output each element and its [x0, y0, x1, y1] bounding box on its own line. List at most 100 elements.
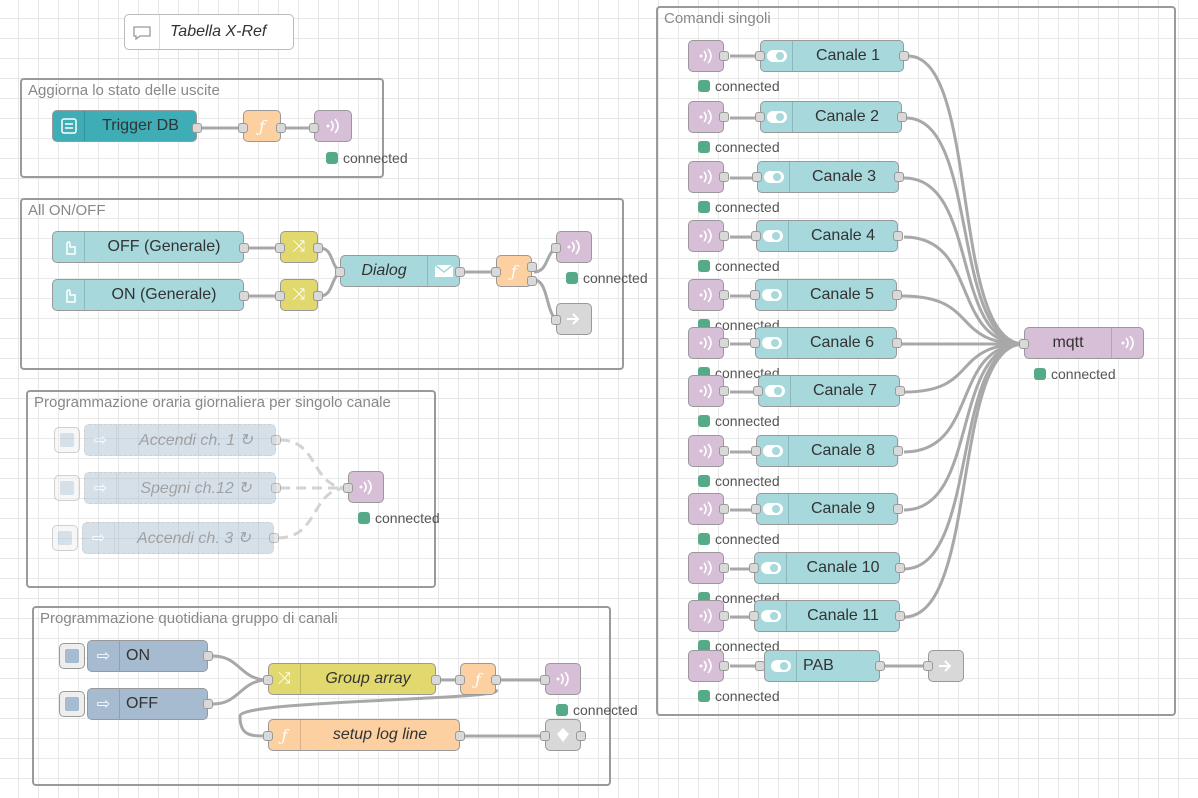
output-port[interactable] — [719, 231, 729, 241]
link-out-node[interactable] — [556, 303, 592, 335]
input-port[interactable] — [455, 675, 465, 685]
inject-spegni-ch12[interactable]: ⇨ Spegni ch.12 ↻ — [84, 472, 276, 504]
mqtt-out-node[interactable] — [348, 471, 384, 503]
ui-switch-canale[interactable]: Canale 1 — [760, 40, 904, 72]
output-port[interactable] — [239, 243, 249, 253]
output-port[interactable] — [271, 435, 281, 445]
inject-button[interactable] — [59, 643, 85, 669]
ui-switch-pab[interactable]: PAB — [764, 650, 880, 682]
mqtt-in-node[interactable] — [688, 435, 724, 467]
output-port[interactable] — [893, 446, 903, 456]
inject-button[interactable] — [54, 475, 80, 501]
input-port[interactable] — [540, 675, 550, 685]
ui-button-on-generale[interactable]: ON (Generale) — [52, 279, 244, 311]
mqtt-in-node[interactable] — [688, 161, 724, 193]
input-port[interactable] — [749, 611, 759, 621]
output-port[interactable] — [491, 675, 501, 685]
output-port[interactable] — [895, 563, 905, 573]
input-port[interactable] — [263, 731, 273, 741]
output-port[interactable] — [897, 112, 907, 122]
inject-off[interactable]: ⇨ OFF — [87, 688, 208, 720]
group-aggiorna[interactable]: Aggiorna lo stato delle uscite — [20, 78, 384, 178]
output-port[interactable] — [894, 172, 904, 182]
mqtt-out-node[interactable] — [314, 110, 352, 142]
ui-switch-canale[interactable]: Canale 5 — [755, 279, 897, 311]
output-port[interactable] — [719, 386, 729, 396]
output-port[interactable] — [892, 338, 902, 348]
output-port[interactable] — [719, 661, 729, 671]
output-port[interactable] — [203, 699, 213, 709]
ui-switch-canale[interactable]: Canale 2 — [760, 101, 902, 133]
output-port[interactable] — [719, 172, 729, 182]
output-port[interactable] — [895, 386, 905, 396]
input-port[interactable] — [751, 231, 761, 241]
input-port[interactable] — [751, 504, 761, 514]
change-node-2[interactable]: ⤨ — [280, 279, 318, 311]
input-port[interactable] — [749, 563, 759, 573]
setup-log-line-node[interactable]: ƒ setup log line — [268, 719, 460, 751]
ui-switch-canale[interactable]: Canale 9 — [756, 493, 898, 525]
output-port[interactable] — [895, 611, 905, 621]
function-node[interactable]: ƒ — [496, 255, 532, 287]
output-port[interactable] — [719, 290, 729, 300]
output-port[interactable] — [899, 51, 909, 61]
inject-button[interactable] — [59, 691, 85, 717]
input-port[interactable] — [750, 290, 760, 300]
output-port[interactable] — [527, 262, 537, 272]
output-port[interactable] — [576, 731, 586, 741]
output-port[interactable] — [276, 123, 286, 133]
inject-accendi-ch1[interactable]: ⇨ Accendi ch. 1 ↻ — [84, 424, 276, 456]
input-port[interactable] — [551, 243, 561, 253]
input-port[interactable] — [309, 123, 319, 133]
output-port[interactable] — [719, 51, 729, 61]
ui-switch-canale[interactable]: Canale 11 — [754, 600, 900, 632]
input-port[interactable] — [750, 338, 760, 348]
link-out-node[interactable] — [928, 650, 964, 682]
output-port[interactable] — [893, 504, 903, 514]
output-port[interactable] — [893, 231, 903, 241]
inject-button[interactable] — [52, 525, 78, 551]
group-comandi-singoli[interactable]: Comandi singoli — [656, 6, 1176, 716]
output-port[interactable] — [455, 267, 465, 277]
output-port[interactable] — [892, 290, 902, 300]
input-port[interactable] — [263, 675, 273, 685]
group-array-node[interactable]: ⤨ Group array — [268, 663, 436, 695]
ui-switch-canale[interactable]: Canale 3 — [757, 161, 899, 193]
inject-on[interactable]: ⇨ ON — [87, 640, 208, 672]
ui-switch-canale[interactable]: Canale 7 — [758, 375, 900, 407]
output-port[interactable] — [719, 446, 729, 456]
input-port[interactable] — [755, 51, 765, 61]
output-port[interactable] — [239, 291, 249, 301]
input-port[interactable] — [335, 267, 345, 277]
output-port[interactable] — [269, 533, 279, 543]
output-port[interactable] — [527, 276, 537, 286]
mqtt-in-node[interactable] — [688, 101, 724, 133]
output-port[interactable] — [719, 611, 729, 621]
mqtt-in-node[interactable] — [688, 220, 724, 252]
mqtt-in-node[interactable] — [688, 493, 724, 525]
input-port[interactable] — [755, 112, 765, 122]
output-port[interactable] — [719, 112, 729, 122]
mqtt-in-node[interactable] — [688, 375, 724, 407]
input-port[interactable] — [755, 661, 765, 671]
ui-switch-canale[interactable]: Canale 4 — [756, 220, 898, 252]
input-port[interactable] — [540, 731, 550, 741]
output-port[interactable] — [719, 563, 729, 573]
mqtt-out-node[interactable] — [545, 663, 581, 695]
mqtt-in-node[interactable] — [688, 327, 724, 359]
input-port[interactable] — [551, 315, 561, 325]
mqtt-out-main[interactable]: mqtt — [1024, 327, 1144, 359]
inject-button[interactable] — [54, 427, 80, 453]
dialog-node[interactable]: Dialog — [340, 255, 460, 287]
comment-node[interactable]: Tabella X-Ref — [124, 14, 294, 50]
input-port[interactable] — [1019, 339, 1029, 349]
file-node[interactable] — [545, 719, 581, 751]
input-port[interactable] — [752, 172, 762, 182]
input-port[interactable] — [751, 446, 761, 456]
input-port[interactable] — [343, 483, 353, 493]
inject-accendi-ch3[interactable]: ⇨ Accendi ch. 3 ↻ — [82, 522, 274, 554]
trigger-db-node[interactable]: Trigger DB — [52, 110, 197, 142]
output-port[interactable] — [271, 483, 281, 493]
output-port[interactable] — [192, 123, 202, 133]
output-port[interactable] — [719, 504, 729, 514]
